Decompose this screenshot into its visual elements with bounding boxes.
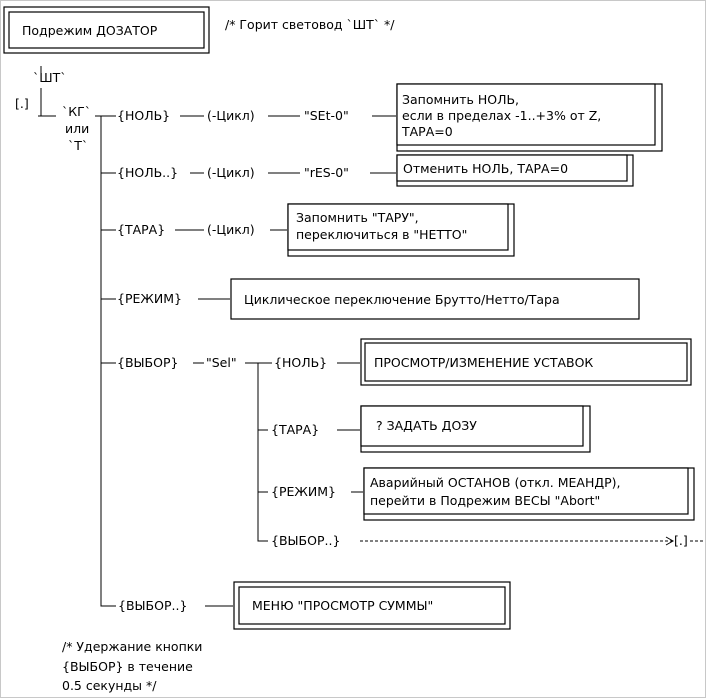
sub-key-tare: {ТАРА} (271, 422, 319, 437)
bracket-label: [.] (15, 96, 29, 111)
header-comment: /* Горит световод `ШТ` */ (225, 17, 395, 32)
action-zero-long-box (396, 154, 628, 182)
mode-box-title: Подрежим ДОЗАТОР (22, 23, 158, 38)
main-trunk (100, 116, 116, 607)
code-zero: "SEt-0" (304, 108, 349, 123)
action-tare-line-2: переключиться в "НЕТТО" (296, 227, 467, 242)
sub-action-tare-text: ? ЗАДАТЬ ДОЗУ (376, 418, 477, 433)
arrow-head (665, 536, 675, 546)
footer-line-2: {ВЫБОР} в течение (62, 659, 193, 674)
sub-key-mode: {РЕЖИМ} (271, 484, 336, 499)
action-tare-line-1: Запомнить "ТАРУ", (296, 210, 419, 225)
key-tare: {ТАРА} (117, 222, 165, 237)
key-select: {ВЫБОР} (117, 355, 178, 370)
key-select-long: {ВЫБОР..} (118, 598, 187, 613)
footer-line-1: /* Удержание кнопки (62, 639, 202, 654)
action-select-long-text: МЕНЮ "ПРОСМОТР СУММЫ" (252, 598, 433, 613)
key-zero: {НОЛЬ} (117, 108, 170, 123)
action-zero-line-1: Запомнить НОЛЬ, (402, 92, 519, 107)
action-zero-line-3: ТАРА=0 (401, 124, 453, 139)
sub-key-select-long: {ВЫБОР..} (271, 533, 340, 548)
mode-box-inner (8, 11, 205, 49)
action-mode-text: Циклическое переключение Брутто/Нетто/Та… (244, 292, 560, 307)
action-tare-box (287, 203, 509, 251)
t-label: `Т` (68, 138, 88, 153)
sub-action-zero-text: ПРОСМОТР/ИЗМЕНЕНИЕ УСТАВОК (374, 355, 593, 370)
cycle-zero-long: (-Цикл) (207, 165, 255, 180)
sub-action-tare-box (360, 405, 584, 447)
action-zero-box (396, 83, 656, 146)
action-zero-line-2: если в пределах -1..+3% от Z, (402, 108, 601, 123)
kg-label: `КГ` (62, 104, 91, 119)
sub-action-zero-box-inner (364, 342, 688, 382)
action-mode-box (230, 278, 640, 320)
sub-action-mode-line-2: перейти в Подрежим ВЕСЫ "Abort" (370, 493, 600, 508)
ili-label: или (65, 121, 89, 136)
key-zero-long: {НОЛЬ..} (117, 165, 178, 180)
sub-key-zero: {НОЛЬ} (274, 355, 327, 370)
action-zero-long-text: Отменить НОЛЬ, ТАРА=0 (403, 161, 568, 176)
sub-action-mode-line-1: Аварийный ОСТАНОВ (откл. МЕАНДР), (370, 475, 621, 490)
key-mode: {РЕЖИМ} (117, 291, 182, 306)
footer-line-3: 0.5 секунды */ (62, 678, 157, 693)
sub-target-bracket: [.] (674, 533, 688, 548)
cycle-zero: (-Цикл) (207, 108, 255, 123)
action-select-long-box-inner (238, 586, 506, 625)
cycle-tare: (-Цикл) (207, 222, 255, 237)
sht-label: `ШТ` (33, 70, 67, 85)
code-zero-long: "rES-0" (304, 165, 349, 180)
code-select: "Sel" (206, 355, 237, 370)
sub-action-mode-box (363, 467, 689, 515)
sub-trunk (257, 363, 268, 542)
